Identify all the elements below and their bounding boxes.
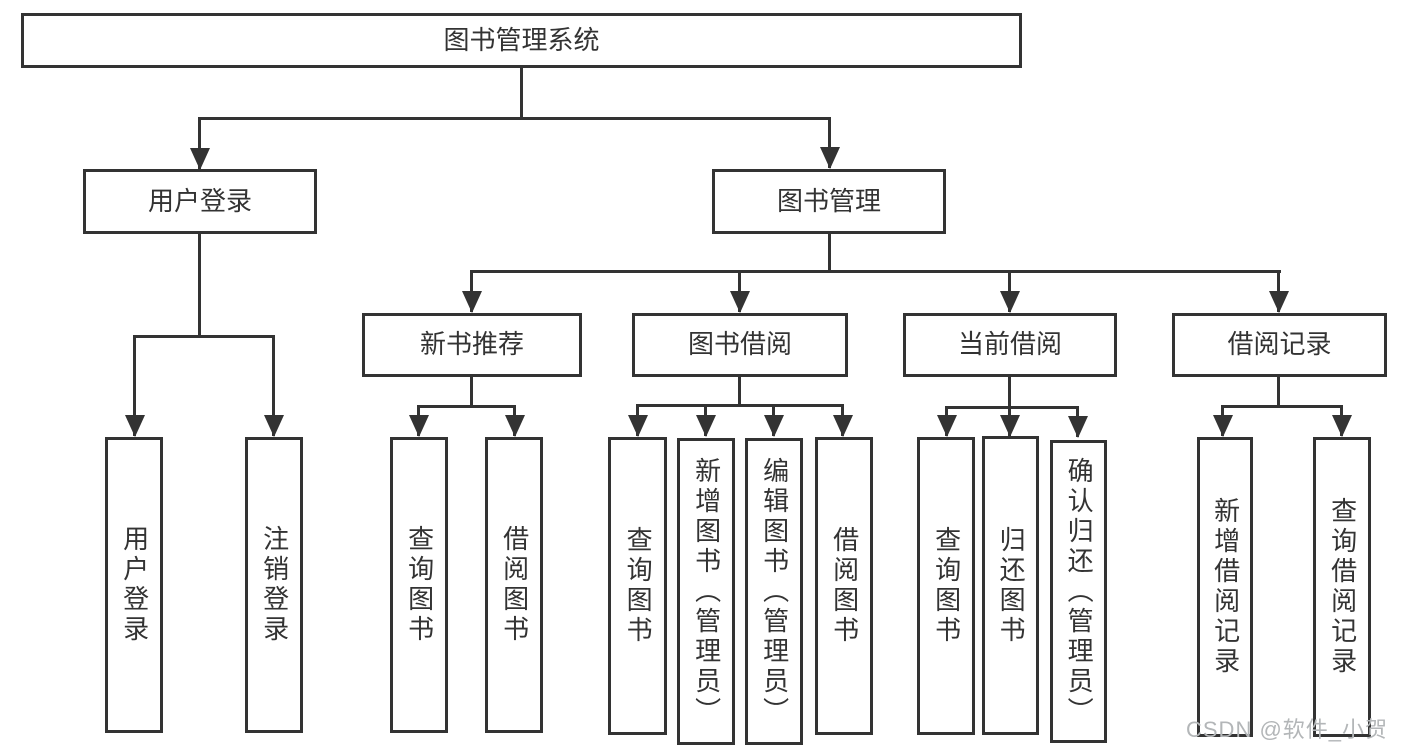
connector-arrow [1076,406,1079,437]
leaf-query-books-current: 查询图书 [917,437,975,735]
connector-book-mgmt-stem [828,233,831,273]
leaf-add-book-admin: 新增图书（管理员） [677,438,735,745]
node-label: 新书推荐 [419,329,524,360]
leaf-borrow-books-recommend: 借阅图书 [485,437,543,733]
connector-arrow [945,406,948,436]
leaf-query-books-recommend: 查询图书 [390,437,448,733]
node-label: 注销登录 [259,525,290,645]
node-label: 图书管理系统 [443,24,600,55]
node-user-login: 用户登录 [83,169,317,234]
connector-book-borrow-stem [738,377,741,405]
node-label: 归还图书 [996,525,1027,646]
node-root-system: 图书管理系统 [21,13,1022,68]
connector-root-bus [198,117,831,120]
leaf-return-books: 归还图书 [982,436,1039,735]
connector-arrow [841,404,844,436]
leaf-query-borrow-record: 查询借阅记录 [1313,437,1371,737]
connector-arrow [470,270,473,312]
leaf-add-borrow-record: 新增借阅记录 [1197,437,1253,737]
connector-new-book-bus [417,405,516,408]
node-label: 查询图书 [623,526,654,646]
node-label: 借阅图书 [829,526,860,646]
node-label: 新增借阅记录 [1210,497,1241,677]
connector-current-borrow-bus [945,406,1079,409]
node-label: 确认归还（管理员） [1064,456,1095,727]
leaf-confirm-return-admin: 确认归还（管理员） [1050,440,1107,743]
connector-arrow [133,335,136,436]
connector-arrow [1221,405,1224,436]
node-book-management: 图书管理 [712,169,946,234]
leaf-edit-book-admin: 编辑图书（管理员） [745,438,803,745]
connector-arrow [772,404,775,436]
connector-arrow [1008,270,1011,312]
node-new-book-recommendation: 新书推荐 [362,313,582,377]
node-book-borrowing: 图书借阅 [632,313,848,377]
leaf-logout: 注销登录 [245,437,303,733]
node-label: 查询借阅记录 [1327,497,1358,677]
connector-arrow [1277,270,1280,312]
node-label: 用户登录 [147,185,252,216]
connector-new-book-stem [470,377,473,408]
node-borrowing-records: 借阅记录 [1172,313,1387,377]
connector-arrow [738,270,741,312]
node-label: 借阅记录 [1227,329,1332,360]
node-label: 编辑图书（管理员） [759,456,790,727]
connector-user-login-bus [133,335,275,338]
leaf-query-books-borrowing: 查询图书 [608,437,667,735]
csdn-watermark: CSDN @软件_小贺同学 [1186,717,1389,742]
connector-root-stem [520,68,523,118]
connector-arrow [272,335,275,436]
node-label: 新增图书（管理员） [691,456,722,727]
node-label: 当前借阅 [957,329,1062,360]
connector-arrow [1340,405,1343,436]
node-current-borrowing: 当前借阅 [903,313,1117,377]
connector-borrow-records-stem [1277,377,1280,406]
node-label: 查询图书 [404,525,435,645]
node-label: 图书管理 [776,185,881,216]
node-label: 图书借阅 [687,329,792,360]
connector-arrow [636,404,639,436]
connector-book-mgmt-bus [470,270,1281,273]
connector-arrow [417,405,420,436]
node-label: 借阅图书 [499,525,530,645]
connector-user-login-stem [198,232,201,336]
connector-arrow [198,117,201,169]
connector-borrow-records-bus [1221,405,1343,408]
node-label: 用户登录 [119,525,150,645]
connector-arrow [513,405,516,436]
connector-book-borrow-bus [636,404,844,407]
connector-arrow [828,117,831,168]
connector-arrow [1008,406,1011,436]
leaf-borrow-books-borrowing: 借阅图书 [815,437,873,735]
connector-current-borrow-stem [1008,377,1011,407]
connector-arrow [704,404,707,436]
leaf-user-login: 用户登录 [105,437,163,733]
node-label: 查询图书 [931,526,962,646]
